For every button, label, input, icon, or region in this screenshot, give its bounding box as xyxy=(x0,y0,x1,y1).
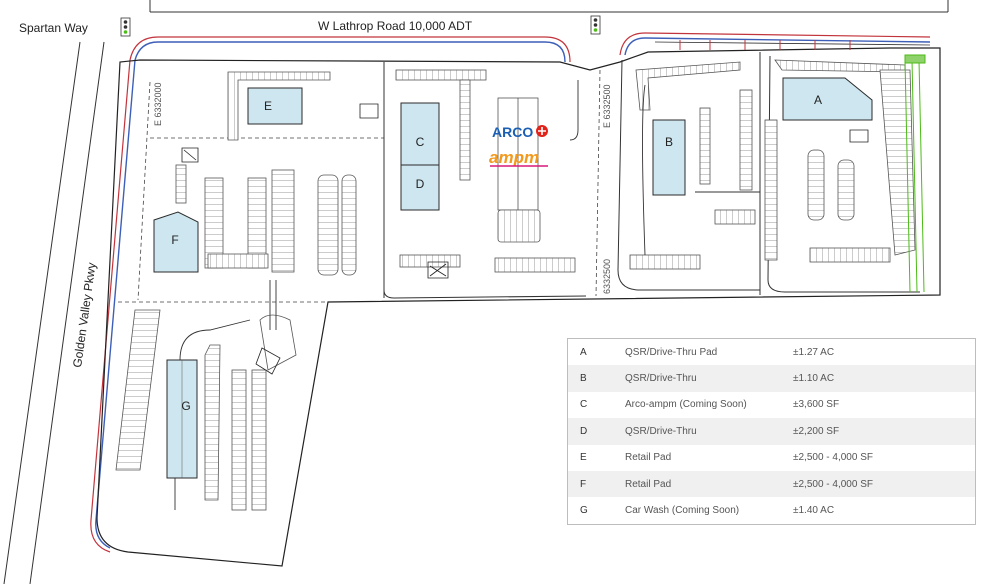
legend-desc: Arco-ampm (Coming Soon) xyxy=(625,399,747,411)
pad-E[interactable]: E xyxy=(247,87,303,125)
pad-F[interactable]: F xyxy=(153,211,199,273)
parking-rows-arco xyxy=(395,69,576,273)
legend-size: ±1.10 AC xyxy=(793,373,835,385)
legend-key: E xyxy=(580,452,587,464)
arco-logo: ARCO xyxy=(492,124,548,140)
pad-e-letter: E xyxy=(264,99,272,113)
pad-A[interactable]: A xyxy=(782,77,873,121)
north-road-edges xyxy=(149,0,949,13)
legend-row[interactable]: B QSR/Drive-Thru ±1.10 AC xyxy=(568,365,975,392)
pad-C[interactable]: C xyxy=(400,102,440,166)
survey-mark-2: E 6332500 xyxy=(602,84,612,128)
legend-size: ±2,500 - 4,000 SF xyxy=(793,452,873,464)
legend-desc: Retail Pad xyxy=(625,478,672,490)
pad-legend-table: A QSR/Drive-Thru Pad ±1.27 AC B QSR/Drive-T… xyxy=(567,338,976,525)
pad-d-letter: D xyxy=(416,177,425,191)
legend-desc: QSR/Drive-Thru xyxy=(625,373,697,385)
legend-size: ±3,600 SF xyxy=(793,399,840,411)
legend-key: C xyxy=(580,399,588,411)
road-label-lathrop: W Lathrop Road 10,000 ADT xyxy=(318,19,473,33)
site-boundary xyxy=(96,47,941,567)
legend-key: B xyxy=(580,373,587,385)
legend-row[interactable]: C Arco-ampm (Coming Soon) ±3,600 SF xyxy=(568,392,975,418)
utility-easement xyxy=(904,54,926,293)
pad-f-letter: F xyxy=(171,233,178,247)
pad-D[interactable]: D xyxy=(400,164,440,211)
legend-row[interactable]: A QSR/Drive-Thru Pad ±1.27 AC xyxy=(568,339,975,365)
survey-mark-3: 6332500 xyxy=(602,259,612,294)
ampm-logo: ampm xyxy=(489,148,548,167)
road-label-spartan-way: Spartan Way xyxy=(19,21,88,35)
west-road-edges xyxy=(3,41,105,584)
legend-size: ±1.27 AC xyxy=(793,346,835,358)
parking-rows-g xyxy=(115,309,297,511)
ampm-logo-text: ampm xyxy=(489,148,539,167)
lot-lines xyxy=(118,69,601,303)
arco-logo-text: ARCO xyxy=(492,124,533,140)
survey-mark-1: E 6332000 xyxy=(153,82,163,126)
pad-G[interactable]: G xyxy=(166,359,198,479)
pad-a-letter: A xyxy=(814,93,822,107)
legend-row[interactable]: E Retail Pad ±2,500 - 4,000 SF xyxy=(568,445,975,471)
legend-size: ±2,200 SF xyxy=(793,425,840,437)
traffic-signal-west xyxy=(120,17,131,37)
legend-desc: Car Wash (Coming Soon) xyxy=(625,505,740,517)
legend-key: F xyxy=(580,478,587,490)
road-label-golden-valley: Golden Valley Pkwy xyxy=(70,262,99,369)
legend-key: G xyxy=(580,505,588,517)
parcel-dividers xyxy=(383,52,920,299)
legend-key: D xyxy=(580,425,588,437)
legend-key: A xyxy=(580,346,587,358)
pad-B[interactable]: B xyxy=(652,119,686,196)
parking-rows-ef xyxy=(175,71,357,276)
pad-g-letter: G xyxy=(181,399,190,413)
frontage-ticks xyxy=(679,40,851,50)
legend-row[interactable]: D QSR/Drive-Thru ±2,200 SF xyxy=(568,418,975,445)
road-striping xyxy=(90,32,931,553)
trash-enclosures xyxy=(181,103,869,375)
parking-rows-b xyxy=(629,61,756,270)
legend-size: ±2,500 - 4,000 SF xyxy=(793,478,873,490)
legend-desc: Retail Pad xyxy=(625,452,672,464)
traffic-signal-east xyxy=(590,15,601,35)
pad-c-letter: C xyxy=(416,135,425,149)
legend-desc: QSR/Drive-Thru xyxy=(625,425,697,437)
legend-size: ±1.40 AC xyxy=(793,505,835,517)
legend-desc: QSR/Drive-Thru Pad xyxy=(625,346,718,358)
legend-row[interactable]: G Car Wash (Coming Soon) ±1.40 AC xyxy=(568,497,975,523)
legend-row[interactable]: F Retail Pad ±2,500 - 4,000 SF xyxy=(568,470,975,498)
pad-b-letter: B xyxy=(665,135,673,149)
